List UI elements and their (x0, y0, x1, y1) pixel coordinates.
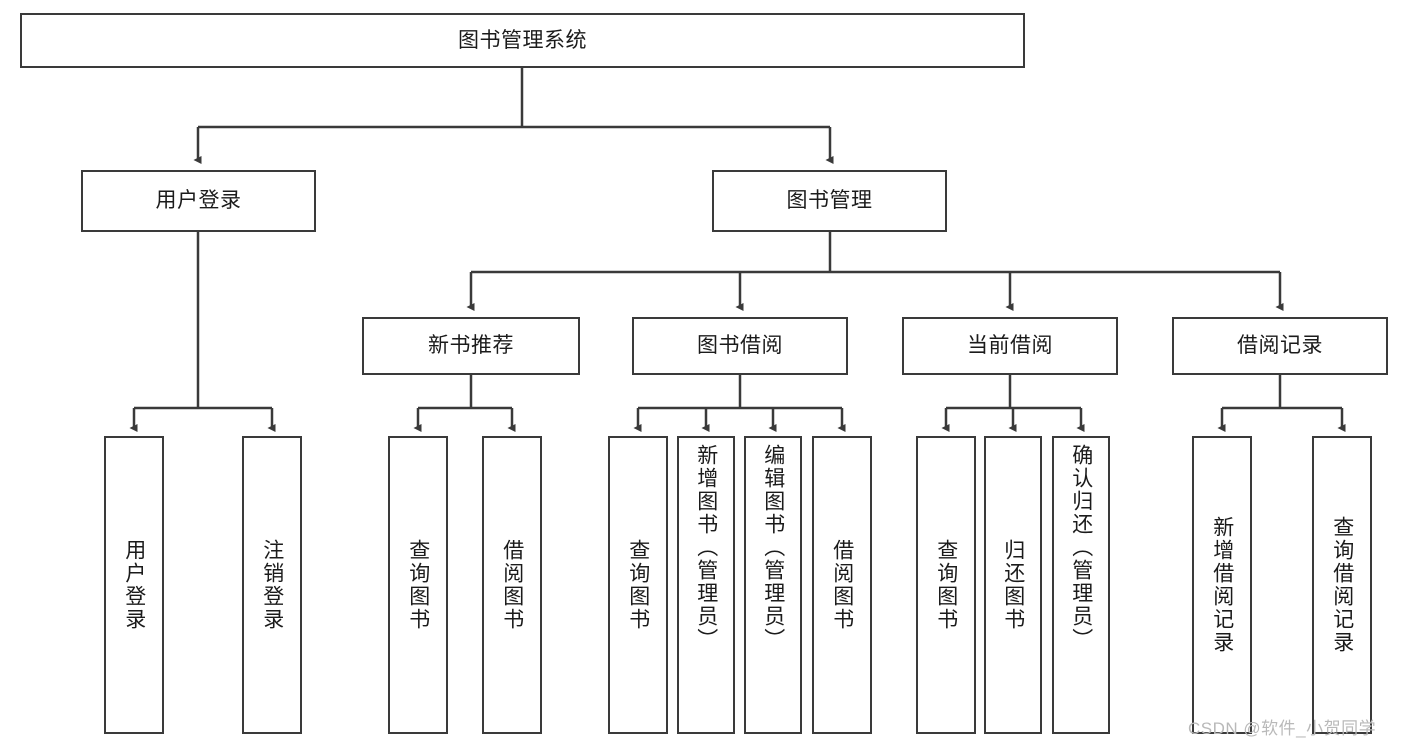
node-root-book-management-system[interactable]: 图书管理系统 (20, 13, 1025, 68)
node-label: 图书借阅 (697, 334, 783, 358)
leaf-user-login-logout[interactable]: 注销登录 (242, 436, 302, 734)
leaf-new-book-query-book[interactable]: 查询图书 (388, 436, 448, 734)
node-current-borrow[interactable]: 当前借阅 (902, 317, 1118, 375)
leaf-book-borrow-query-book[interactable]: 查询图书 (608, 436, 668, 734)
leaf-book-borrow-borrow-book[interactable]: 借阅图书 (812, 436, 872, 734)
leaf-label: 借阅图书 (830, 539, 854, 631)
node-label: 借阅记录 (1237, 334, 1323, 358)
node-label: 用户登录 (155, 189, 242, 213)
leaf-borrow-records-query-record[interactable]: 查询借阅记录 (1312, 436, 1372, 734)
leaf-label: 借阅图书 (500, 539, 524, 631)
leaf-book-borrow-edit-book-admin[interactable]: 编辑图书（管理员） (744, 436, 802, 734)
node-label: 图书管理系统 (458, 28, 587, 52)
leaf-new-book-borrow-book[interactable]: 借阅图书 (482, 436, 542, 734)
node-book-management[interactable]: 图书管理 (712, 170, 947, 232)
leaf-label: 查询图书 (934, 539, 958, 631)
leaf-label: 查询图书 (406, 539, 430, 631)
node-borrow-records[interactable]: 借阅记录 (1172, 317, 1388, 375)
leaf-current-borrow-confirm-return-admin[interactable]: 确认归还（管理员） (1052, 436, 1110, 734)
leaf-label: 确认归还（管理员） (1069, 444, 1093, 651)
leaf-current-borrow-query-book[interactable]: 查询图书 (916, 436, 976, 734)
leaf-label: 查询借阅记录 (1330, 516, 1354, 654)
leaf-label: 新增借阅记录 (1210, 516, 1234, 654)
leaf-current-borrow-return-book[interactable]: 归还图书 (984, 436, 1042, 734)
leaf-user-login-login[interactable]: 用户登录 (104, 436, 164, 734)
node-label: 当前借阅 (967, 334, 1053, 358)
leaf-borrow-records-add-record[interactable]: 新增借阅记录 (1192, 436, 1252, 734)
node-new-book-recommend[interactable]: 新书推荐 (362, 317, 580, 375)
node-user-login[interactable]: 用户登录 (81, 170, 316, 232)
leaf-label: 注销登录 (260, 539, 284, 631)
leaf-label: 用户登录 (122, 539, 146, 631)
node-label: 图书管理 (786, 189, 873, 213)
leaf-label: 新增图书（管理员） (694, 444, 718, 651)
leaf-label: 查询图书 (626, 539, 650, 631)
leaf-label: 编辑图书（管理员） (761, 444, 785, 651)
leaf-book-borrow-add-book-admin[interactable]: 新增图书（管理员） (677, 436, 735, 734)
watermark: CSDN @软件_小贺同学 (1188, 719, 1377, 738)
leaf-label: 归还图书 (1001, 539, 1025, 631)
node-label: 新书推荐 (428, 334, 514, 358)
node-book-borrow[interactable]: 图书借阅 (632, 317, 848, 375)
